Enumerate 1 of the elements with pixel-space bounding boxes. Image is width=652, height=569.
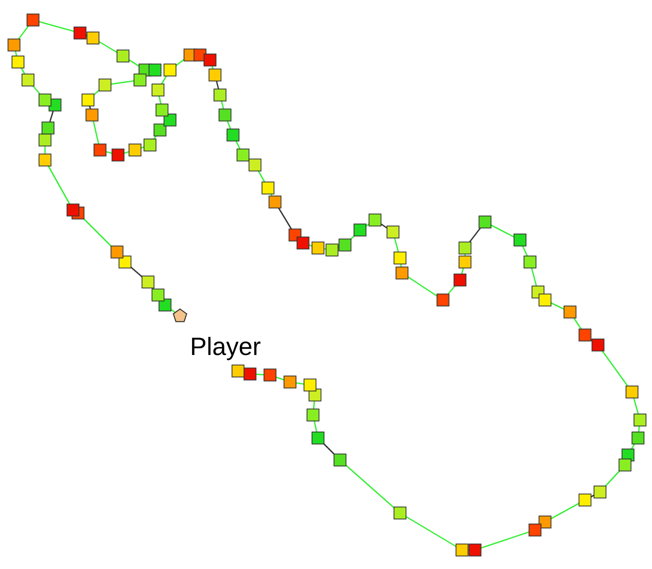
player-label: Player	[190, 333, 261, 362]
